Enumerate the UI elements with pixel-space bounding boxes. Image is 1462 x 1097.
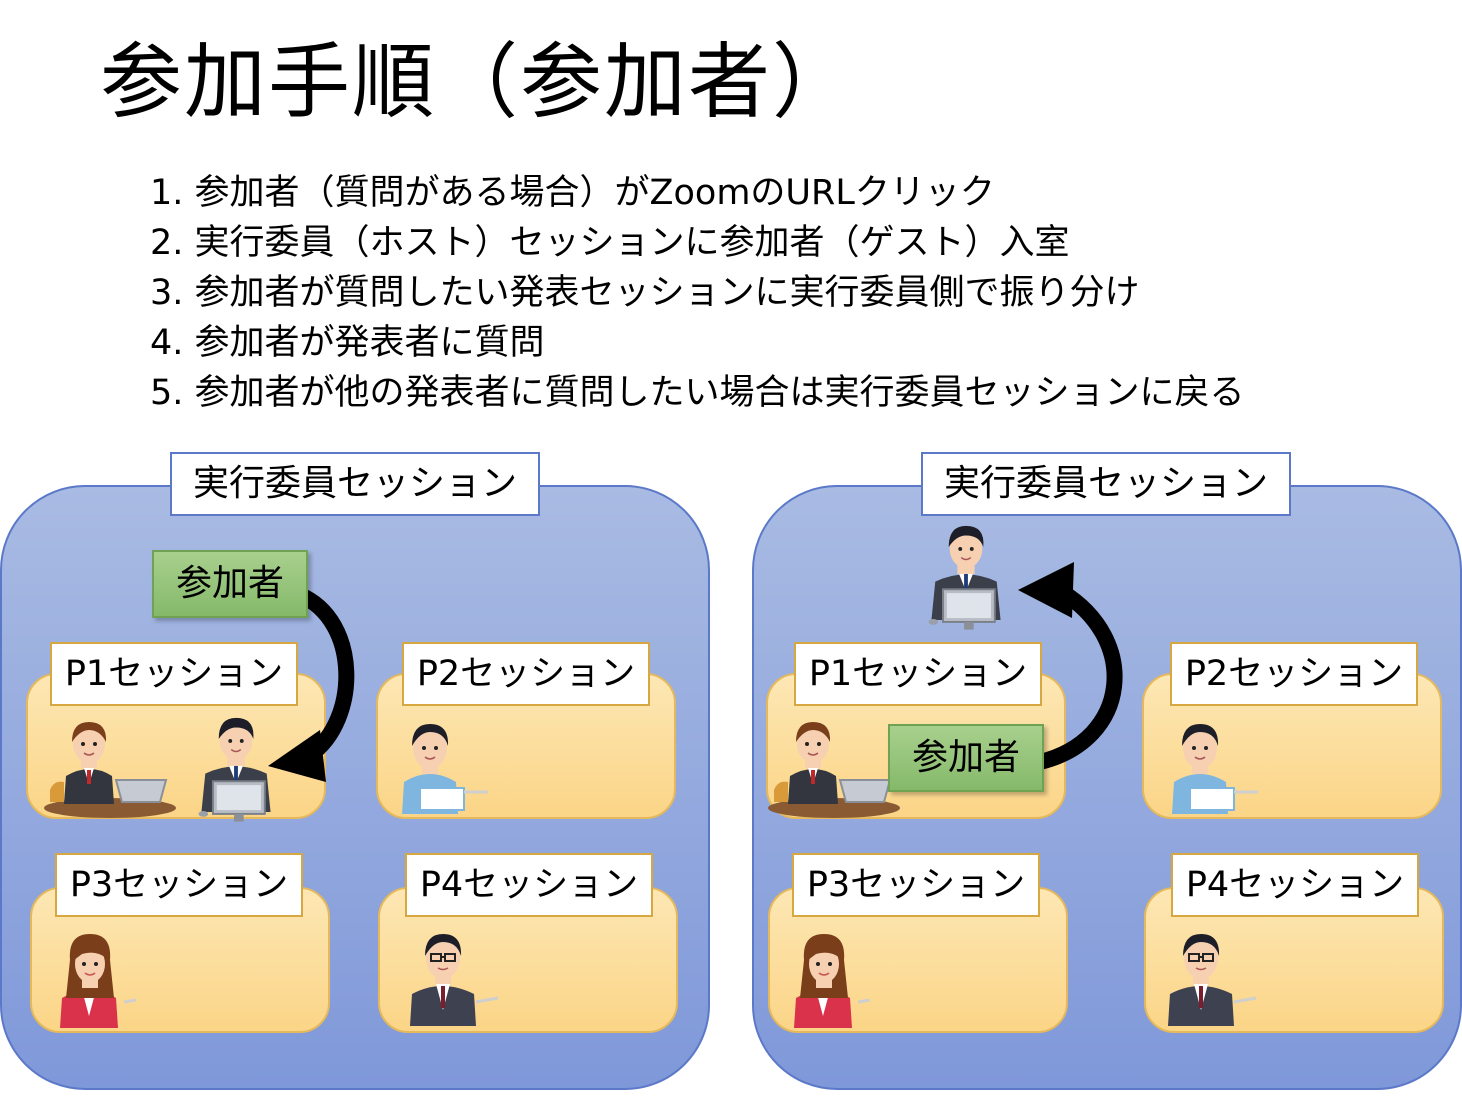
p2-session-label: P2セッション bbox=[1170, 642, 1418, 706]
p2-session-label: P2セッション bbox=[402, 642, 650, 706]
committee-session-label-right: 実行委員セッション bbox=[921, 452, 1291, 516]
person-at-computer-icon bbox=[918, 512, 1014, 632]
p4-session-label: P4セッション bbox=[1171, 853, 1419, 917]
step-item: 5. 参加者が他の発表者に質問したい場合は実行委員セッションに戻る bbox=[150, 373, 1245, 413]
p4-session-label: P4セッション bbox=[405, 853, 653, 917]
step-item: 1. 参加者（質問がある場合）がZoomのURLクリック bbox=[150, 173, 995, 213]
person-blue-shirt-icon bbox=[1160, 706, 1260, 816]
step-item: 4. 参加者が発表者に質問 bbox=[150, 323, 545, 363]
person-at-laptop-icon bbox=[40, 710, 180, 820]
p1-session-label: P1セッション bbox=[794, 642, 1042, 706]
person-blue-shirt-icon bbox=[390, 706, 490, 816]
p1-session-label: P1セッション bbox=[50, 642, 298, 706]
steps-list: 1. 参加者（質問がある場合）がZoomのURLクリック 2. 実行委員（ホスト… bbox=[150, 168, 1245, 418]
p3-session-label: P3セッション bbox=[55, 853, 303, 917]
participant-badge: 参加者 bbox=[888, 724, 1044, 792]
woman-red-jacket-icon bbox=[52, 920, 152, 1030]
woman-red-jacket-icon bbox=[786, 920, 886, 1030]
participant-badge: 参加者 bbox=[152, 550, 308, 618]
step-item: 2. 実行委員（ホスト）セッションに参加者（ゲスト）入室 bbox=[150, 223, 1070, 263]
page-title: 参加手順（参加者） bbox=[100, 35, 857, 130]
person-at-computer-icon bbox=[188, 704, 284, 824]
committee-session-label-left: 実行委員セッション bbox=[170, 452, 540, 516]
person-at-laptop-icon bbox=[764, 710, 904, 820]
p3-session-label: P3セッション bbox=[792, 853, 1040, 917]
man-glasses-suit-icon bbox=[402, 918, 512, 1028]
step-item: 3. 参加者が質問したい発表セッションに実行委員側で振り分け bbox=[150, 273, 1140, 313]
man-glasses-suit-icon bbox=[1160, 918, 1270, 1028]
